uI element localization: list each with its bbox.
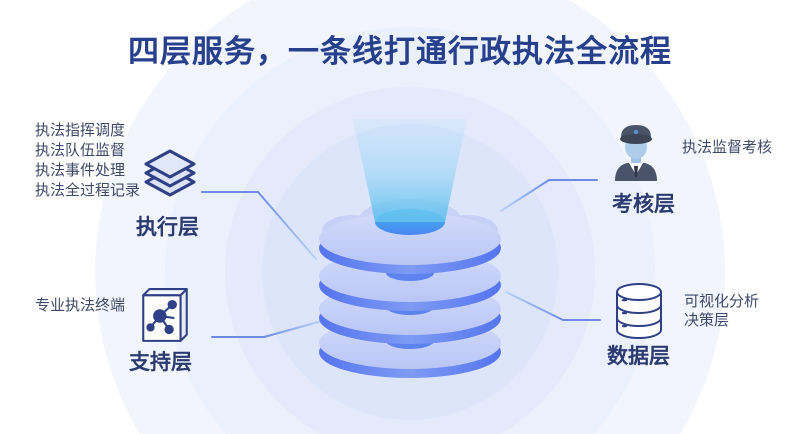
data-description-line: 可视化分析	[684, 293, 760, 310]
terminal-box-icon	[142, 288, 188, 342]
data-description-line: 决策层	[684, 312, 730, 329]
execution-feature-item: 执法全过程记录	[35, 182, 141, 199]
execution-feature-list: 执法指挥调度 执法队伍监督 执法事件处理 执法全过程记录	[35, 121, 140, 201]
execution-feature-item: 执法队伍监督	[35, 142, 126, 159]
execution-feature-item: 执法指挥调度	[35, 122, 126, 139]
execution-layer-label: 执行层	[136, 216, 199, 239]
officer-icon	[615, 125, 657, 181]
assessment-layer-label: 考核层	[612, 193, 675, 216]
execution-feature-item: 执法事件处理	[35, 162, 126, 179]
page-title: 四层服务，一条线打通行政执法全流程	[128, 34, 672, 69]
layers-icon	[144, 149, 196, 197]
support-description: 专业执法终端	[35, 297, 126, 314]
assessment-description: 执法监督考核	[682, 139, 773, 156]
support-layer-label: 支持层	[129, 351, 192, 374]
database-icon	[616, 283, 662, 339]
stacked-layers-illustration	[319, 119, 501, 378]
data-layer-label: 数据层	[607, 345, 670, 368]
data-description: 可视化分析 决策层	[684, 292, 759, 330]
